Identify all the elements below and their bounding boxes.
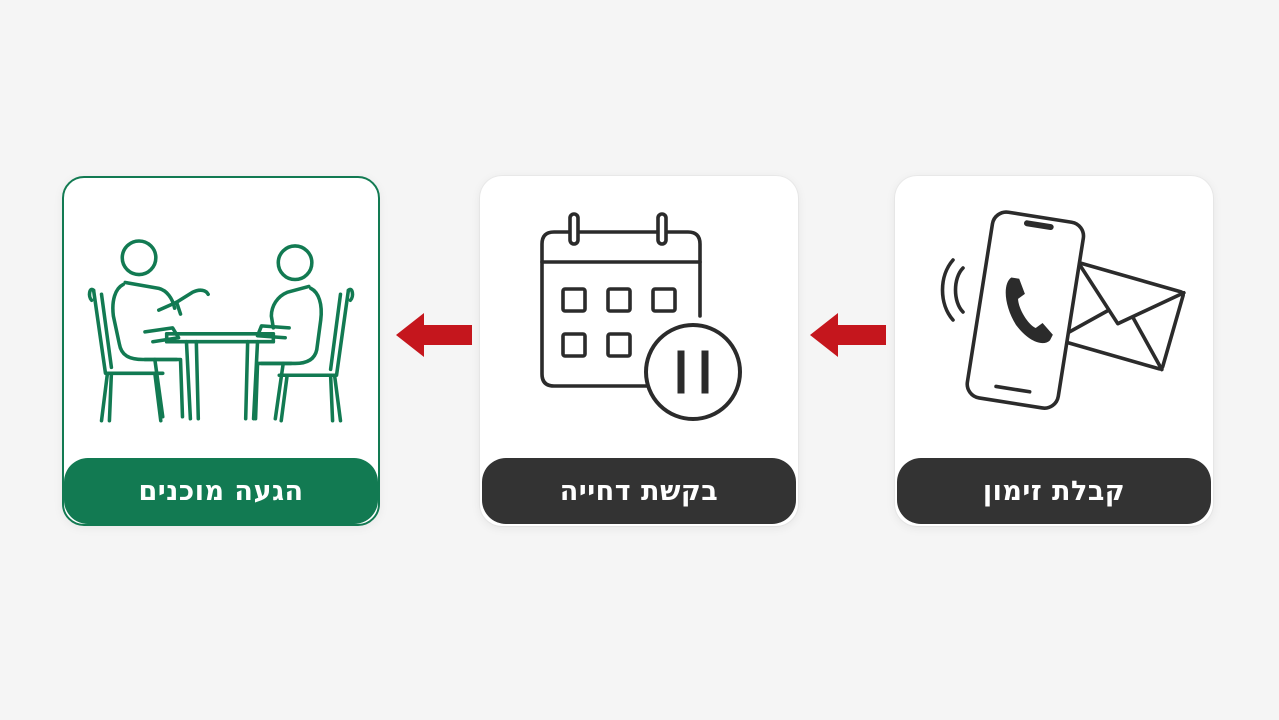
meeting-icon	[64, 178, 378, 460]
step-card-postpone-request: בקשת דחייה	[480, 176, 798, 526]
step-label: בקשת דחייה	[482, 458, 796, 524]
step-card-arrive-prepared: הגעה מוכנים	[62, 176, 380, 526]
step-label: הגעה מוכנים	[64, 458, 378, 524]
flow-arrow-left	[808, 310, 888, 360]
phone-mail-icon	[895, 176, 1213, 458]
flow-arrow-left	[394, 310, 474, 360]
step-card-receive-summons: קבלת זימון	[895, 176, 1213, 526]
step-label: קבלת זימון	[897, 458, 1211, 524]
calendar-pause-icon	[480, 176, 798, 458]
